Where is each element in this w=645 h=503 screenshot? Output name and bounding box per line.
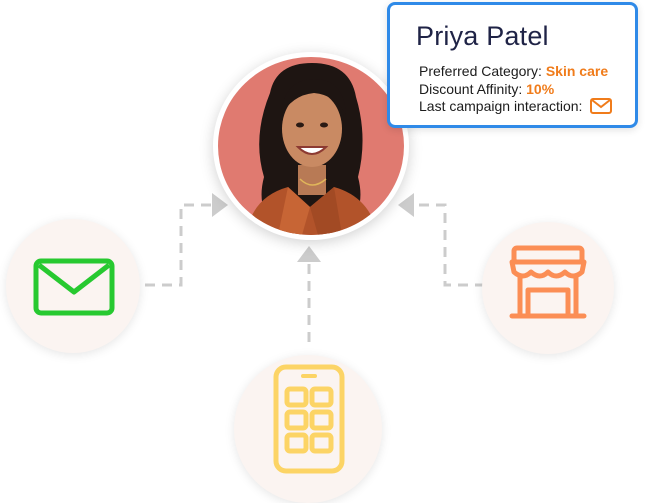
mobile-channel-node bbox=[234, 355, 382, 503]
storefront-icon bbox=[509, 245, 587, 319]
customer-avatar bbox=[213, 52, 409, 240]
last-interaction-label: Last campaign interaction: bbox=[419, 98, 583, 114]
profile-name: Priya Patel bbox=[416, 21, 549, 51]
discount-affinity-row: Discount Affinity: 10% bbox=[419, 81, 554, 97]
discount-affinity-value: 10% bbox=[526, 81, 555, 97]
arrowhead-email bbox=[212, 193, 228, 217]
arrowhead-store bbox=[398, 193, 414, 217]
preferred-category-row: Preferred Category: Skin care bbox=[419, 63, 608, 79]
preferred-category-value: Skin care bbox=[545, 63, 609, 79]
email-channel-node bbox=[6, 219, 140, 353]
connector-email bbox=[145, 203, 214, 287]
customer-profile-card: Priya Patel Preferred Category: Skin car… bbox=[387, 2, 638, 128]
last-interaction-row: Last campaign interaction: bbox=[419, 98, 613, 117]
customer-photo bbox=[218, 57, 404, 235]
connector-store bbox=[405, 203, 485, 287]
store-channel-node bbox=[482, 222, 614, 354]
envelope-icon bbox=[33, 258, 115, 316]
mobile-app-icon bbox=[273, 364, 345, 474]
discount-affinity-label: Discount Affinity: bbox=[419, 81, 523, 97]
preferred-category-label: Preferred Category: bbox=[419, 63, 542, 79]
mail-icon bbox=[590, 98, 613, 117]
arrowhead-mobile bbox=[297, 246, 321, 262]
